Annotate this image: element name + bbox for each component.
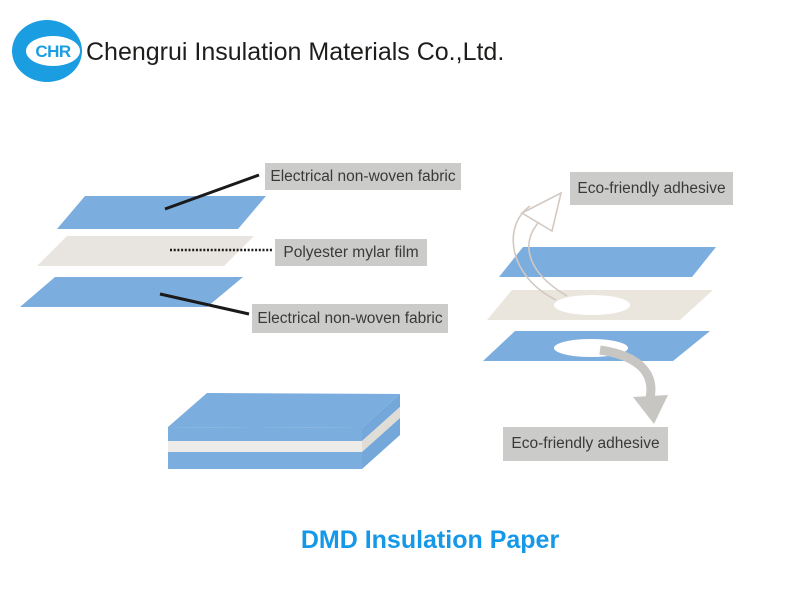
curved-arrow-down-head — [633, 395, 668, 424]
company-logo: CHR — [12, 20, 82, 82]
pointer-line-top-fabric — [164, 173, 260, 211]
curved-arrow-up-head — [520, 191, 563, 233]
label-electrical-nonwoven-fabric-bottom: Electrical non-woven fabric — [252, 304, 448, 333]
curved-arrow-up — [512, 191, 568, 301]
logo-monogram: CHR — [35, 42, 71, 61]
stack-top-face — [168, 393, 400, 428]
product-title: DMD Insulation Paper — [300, 526, 560, 554]
stack-front-white-core — [168, 441, 362, 452]
label-eco-friendly-adhesive-top: Eco-friendly adhesive — [570, 172, 733, 205]
adhesive-layer-diagram — [483, 191, 716, 424]
stack-front-top-blue — [168, 427, 362, 441]
layer-bottom-nonwoven-fabric — [20, 277, 243, 307]
stack-side-white-core — [362, 407, 400, 452]
stack-front-bottom-blue — [168, 452, 362, 469]
label-eco-friendly-adhesive-bottom: Eco-friendly adhesive — [503, 427, 668, 461]
curved-arrow-down — [599, 345, 668, 424]
exploded-layer-diagram — [20, 173, 272, 316]
assembled-stack — [168, 393, 400, 469]
label-electrical-nonwoven-fabric-top: Electrical non-woven fabric — [265, 163, 461, 190]
adhesive-spot-middle — [554, 295, 630, 315]
company-name: Chengrui Insulation Materials Co.,Ltd. — [86, 38, 505, 66]
stack-side-bottom-blue — [362, 418, 400, 469]
pointer-line-bottom-fabric — [159, 292, 250, 316]
layer-top-nonwoven-fabric — [57, 196, 266, 229]
logo-inner-badge — [26, 36, 80, 66]
adhesive-view-top-layer — [499, 247, 716, 277]
curved-arrow-down-stroke — [599, 345, 656, 399]
stack-side-top-blue — [362, 394, 400, 441]
label-polyester-mylar-film: Polyester mylar film — [275, 239, 427, 266]
layer-polyester-mylar-film — [37, 236, 254, 266]
